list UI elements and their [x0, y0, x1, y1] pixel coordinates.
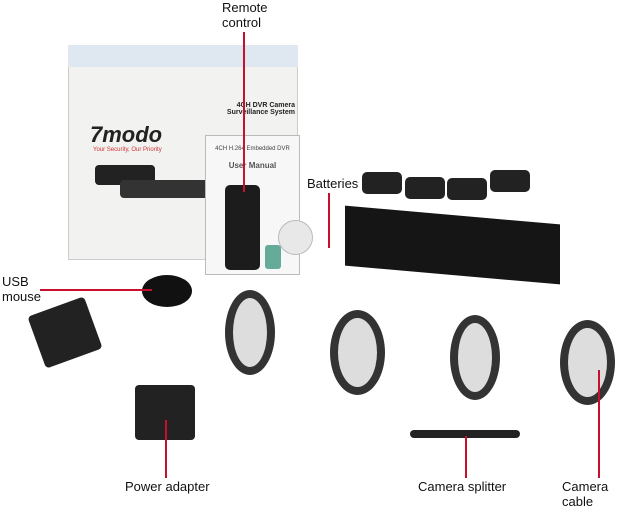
usb-mouse [142, 275, 192, 307]
leader-line [165, 420, 167, 478]
camera-cable-coil [450, 315, 500, 400]
label-camera-cable: Camera cable [562, 479, 609, 509]
camera-cable-coil [560, 320, 615, 405]
remote-control [225, 185, 260, 270]
camera [447, 178, 487, 200]
leader-line [40, 289, 152, 291]
label-camera-splitter: Camera splitter [418, 479, 507, 494]
camera-cable-coil [225, 290, 275, 375]
label-remote-line2: control [222, 15, 262, 30]
box-title-line2: Surveillance System [226, 109, 295, 116]
usb-power-supply [27, 296, 103, 369]
box-top [68, 45, 298, 67]
label-usb-line1: USB [2, 274, 29, 289]
label-usb-line2: mouse [2, 289, 42, 304]
camera [362, 172, 402, 194]
manual-subtitle: 4CH H.264 Embedded DVR [215, 146, 290, 152]
camera-splitter [410, 430, 520, 438]
brand-logo: 7modo [90, 122, 163, 147]
label-batteries: Batteries [307, 176, 359, 191]
box-title-line1: 4CH DVR Camera [236, 102, 295, 109]
camera [490, 170, 530, 192]
leader-line [243, 32, 245, 192]
batteries [265, 245, 281, 269]
label-power-adapter: Power adapter [125, 479, 210, 494]
brand-tagline: Your Security, Our Priority [93, 147, 162, 153]
cd-disc [278, 220, 313, 255]
manual-title: User Manual [228, 161, 277, 170]
box-dvr-image [120, 180, 210, 198]
camera-cable-coil [330, 310, 385, 395]
leader-line [328, 193, 330, 248]
label-remote-line1: Remote [222, 0, 268, 15]
dvr-unit [345, 205, 560, 285]
leader-line [598, 370, 600, 478]
leader-line [465, 436, 467, 478]
camera [405, 177, 445, 199]
